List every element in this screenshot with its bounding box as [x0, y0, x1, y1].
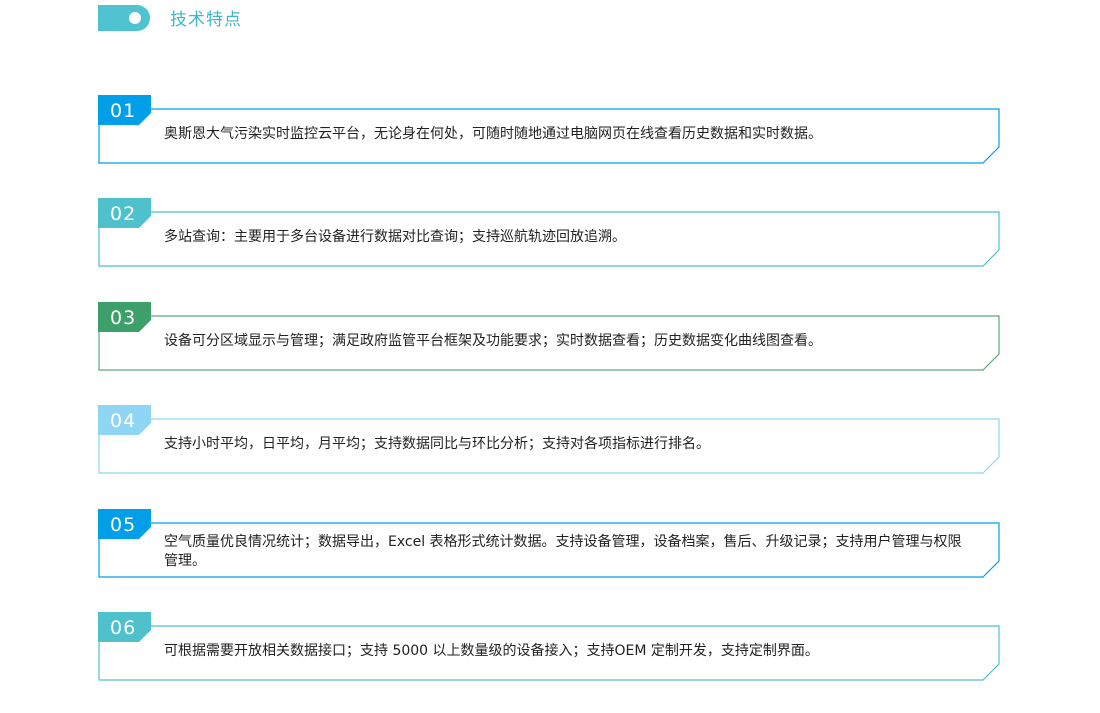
- feature-frame: [98, 198, 1000, 267]
- feature-item: 02 多站查询：主要用于多台设备进行数据对比查询；支持巡航轨迹回放追溯。: [98, 198, 1000, 268]
- feature-number: 06: [110, 617, 137, 639]
- section-title: 技术特点: [170, 10, 242, 30]
- feature-description: 奥斯恩大气污染实时监控云平台，无论身在何处，可随时随地通过电脑网页在线查看历史数…: [164, 126, 822, 142]
- feature-border: [98, 522, 1000, 578]
- feature-description: 多站查询：主要用于多台设备进行数据对比查询；支持巡航轨迹回放追溯。: [164, 229, 626, 245]
- feature-number-tab: [98, 95, 151, 125]
- feature-item: 01 奥斯恩大气污染实时监控云平台，无论身在何处，可随时随地通过电脑网页在线查看历…: [98, 95, 1000, 165]
- feature-number-tab: [98, 198, 151, 228]
- feature-border: [98, 315, 1000, 371]
- feature-frame: [98, 95, 1000, 164]
- feature-number-tab: [98, 405, 151, 435]
- feature-number-tab: [98, 509, 151, 539]
- feature-description: 支持小时平均，日平均，月平均；支持数据同比与环比分析；支持对各项指标进行排名。: [164, 436, 710, 452]
- feature-description: 设备可分区域显示与管理；满足政府监管平台框架及功能要求；实时数据查看；历史数据变…: [164, 333, 822, 349]
- feature-frame: [98, 612, 1000, 681]
- feature-number-tab: [98, 612, 151, 642]
- feature-description: 空气质量优良情况统计；数据导出，Excel 表格形式统计数据。支持设备管理，设备…: [164, 534, 962, 569]
- feature-border: [98, 211, 1000, 267]
- feature-number-tab: [98, 302, 151, 332]
- feature-item: 05 空气质量优良情况统计；数据导出，Excel 表格形式统计数据。支持设备管理，…: [98, 509, 1000, 579]
- feature-frame: [98, 405, 1000, 474]
- feature-item: 06 可根据需要开放相关数据接口；支持 5000 以上数量级的设备接入；支持OEM…: [98, 612, 1000, 682]
- feature-description: 可根据需要开放相关数据接口；支持 5000 以上数量级的设备接入；支持OEM 定…: [164, 643, 819, 659]
- feature-frame: [98, 302, 1000, 371]
- feature-frame: [98, 509, 1000, 578]
- feature-item: 04 支持小时平均，日平均，月平均；支持数据同比与环比分析；支持对各项指标进行排名…: [98, 405, 1000, 475]
- feature-number: 04: [110, 410, 137, 432]
- feature-number: 03: [110, 307, 137, 329]
- feature-number: 02: [110, 203, 137, 225]
- feature-number: 01: [110, 100, 137, 122]
- section-header: 技术特点: [0, 0, 1100, 40]
- toggle-icon: [98, 5, 150, 31]
- feature-border: [98, 625, 1000, 681]
- feature-border: [98, 108, 1000, 164]
- feature-item: 03 设备可分区域显示与管理；满足政府监管平台框架及功能要求；实时数据查看；历史数…: [98, 302, 1000, 372]
- feature-border: [98, 418, 1000, 474]
- feature-number: 05: [110, 514, 137, 536]
